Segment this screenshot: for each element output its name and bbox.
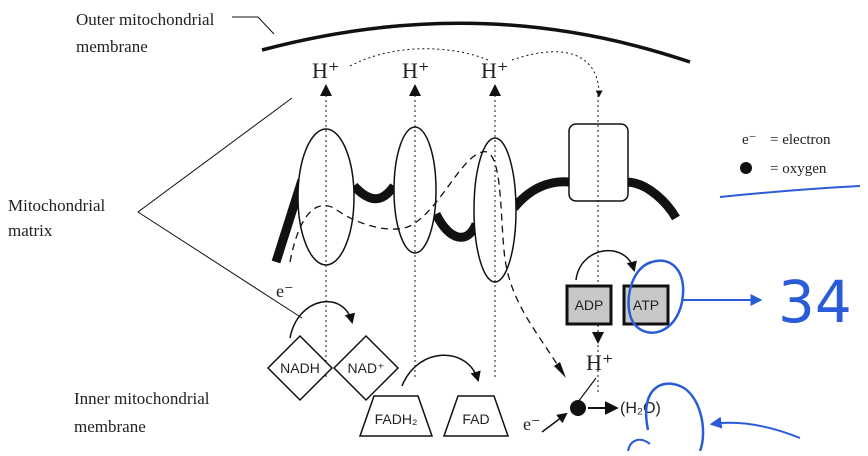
outer-membrane-label-1: Outer mitochondrial <box>76 10 215 29</box>
legend-electron-symbol: e⁻ <box>742 132 757 148</box>
inner-membrane-3-4 <box>510 177 571 211</box>
electron-path <box>289 151 563 373</box>
proton-to-oxygen <box>577 377 597 403</box>
adp-atp-conversion-arrow <box>575 249 637 281</box>
electron-label-right: e⁻ <box>523 414 541 434</box>
electron-path-arrowhead <box>554 362 566 378</box>
inner-membrane-label-2: membrane <box>74 417 146 436</box>
nadh-diamond <box>266 334 334 402</box>
h-plus-1: H⁺ <box>312 58 340 83</box>
inner-membrane-label-1: Inner mitochondrial <box>74 389 210 408</box>
handwritten-underline <box>719 185 861 198</box>
water-label: (H₂O) <box>620 400 661 417</box>
proton-arrow-1 <box>320 84 332 96</box>
proton-return-arc-1 <box>349 48 489 67</box>
h-plus-3: H⁺ <box>481 58 509 83</box>
matrix-label-1: Mitochondrial <box>8 196 106 215</box>
handwritten-arrow-water <box>709 416 801 439</box>
handwritten-note-34: 34 <box>778 268 852 336</box>
atp-proton-arrow <box>592 332 604 344</box>
inner-membrane-2-3 <box>431 211 481 242</box>
fad-label: FAD <box>462 411 489 427</box>
h-plus-atp: H⁺ <box>586 350 614 375</box>
nad-plus-label: NAD⁺ <box>348 360 385 376</box>
nadh-conversion-arrow <box>289 300 356 339</box>
fad-trapezoid <box>442 395 510 437</box>
nadh-label: NADH <box>280 360 320 376</box>
legend-oxygen-text: = oxygen <box>770 161 827 177</box>
handwritten-circle-water <box>645 382 705 452</box>
electron-to-oxygen <box>541 412 568 433</box>
proton-arrow-3 <box>489 84 501 96</box>
outer-membrane-pointer <box>232 16 275 35</box>
fadh2-trapezoid <box>358 395 434 437</box>
matrix-pointer-lines <box>137 97 303 319</box>
fadh2-conversion-arrow <box>401 354 481 387</box>
electron-label-left: e⁻ <box>276 281 294 301</box>
h-plus-2: H⁺ <box>402 58 430 83</box>
outer-membrane-line <box>261 21 691 64</box>
proton-arrow-2 <box>409 84 421 96</box>
legend-electron-text: = electron <box>770 132 831 148</box>
inner-membrane-1-2 <box>350 182 398 204</box>
proton-return-arc-2 <box>511 51 603 98</box>
handwritten-mark-bottom <box>627 438 651 452</box>
nad-plus-diamond <box>332 334 400 402</box>
matrix-label-2: matrix <box>8 221 53 240</box>
adp-label: ADP <box>575 297 604 313</box>
handwritten-circle-atp <box>627 259 685 334</box>
atp-label: ATP <box>633 297 659 313</box>
outer-membrane-label-2: membrane <box>76 37 148 56</box>
fadh2-label: FADH₂ <box>375 411 418 427</box>
oxygen-dot <box>570 400 586 416</box>
inner-membrane-right <box>625 177 680 221</box>
adp-box <box>565 284 613 326</box>
legend-oxygen-dot <box>740 162 752 174</box>
